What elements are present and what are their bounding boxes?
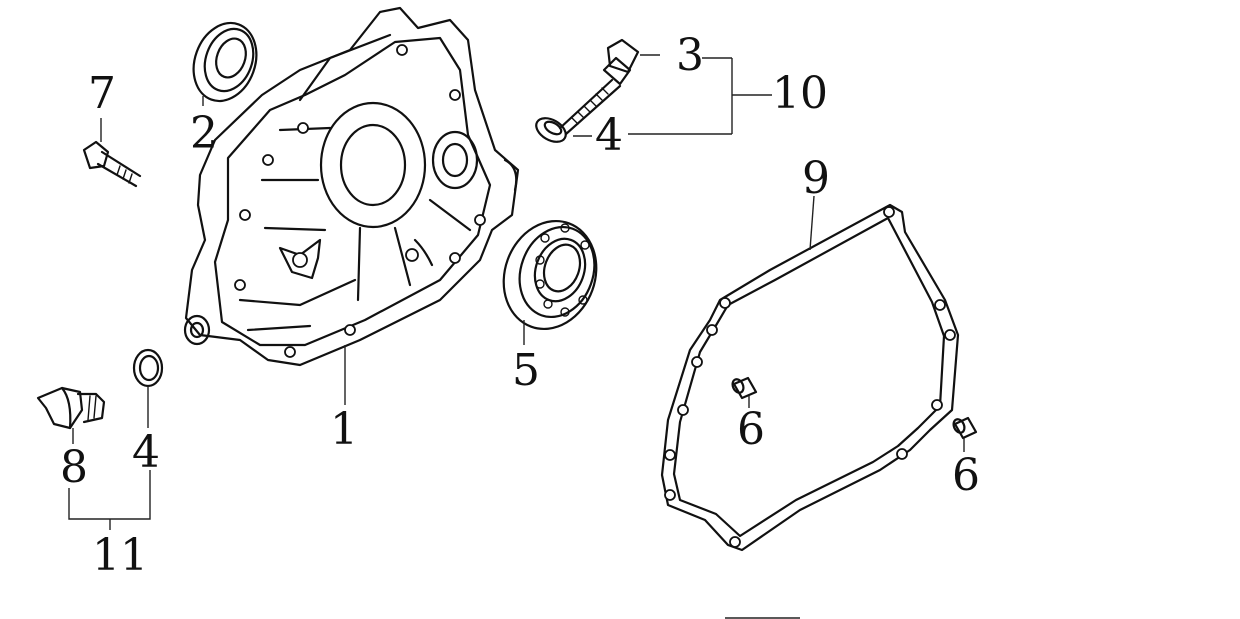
- cover-gasket: [660, 203, 960, 552]
- callout-6-left: 6: [737, 404, 765, 455]
- oil-seal: [192, 21, 258, 103]
- callout-2: 2: [190, 108, 218, 159]
- sealing-washer-top: [535, 117, 567, 143]
- callout-8: 8: [60, 442, 88, 493]
- dowel-pin-left: [731, 376, 758, 400]
- callout-3: 3: [676, 30, 704, 81]
- callout-7: 7: [88, 68, 116, 119]
- callout-4-top: 4: [595, 110, 623, 161]
- callout-4-bottom: 4: [132, 427, 160, 478]
- callout-9: 9: [802, 153, 830, 204]
- oil-dipstick: [558, 38, 640, 136]
- flange-bolt: [82, 140, 142, 188]
- ball-bearing: [502, 219, 598, 331]
- callout-1: 1: [330, 404, 358, 455]
- dowel-pin-right: [952, 416, 978, 440]
- callout-11: 11: [92, 530, 148, 581]
- oil-filler-cap: [36, 386, 106, 430]
- crankcase-cover: [183, 6, 520, 367]
- callout-numbers: 1 2 3 4 5 6 6 7 8 4 9 10 11: [60, 30, 980, 581]
- sealing-washer-bottom: [132, 348, 164, 388]
- leader-lines: [68, 54, 965, 619]
- callout-5: 5: [512, 345, 540, 396]
- callout-10: 10: [772, 68, 828, 119]
- callout-6-right: 6: [952, 450, 980, 501]
